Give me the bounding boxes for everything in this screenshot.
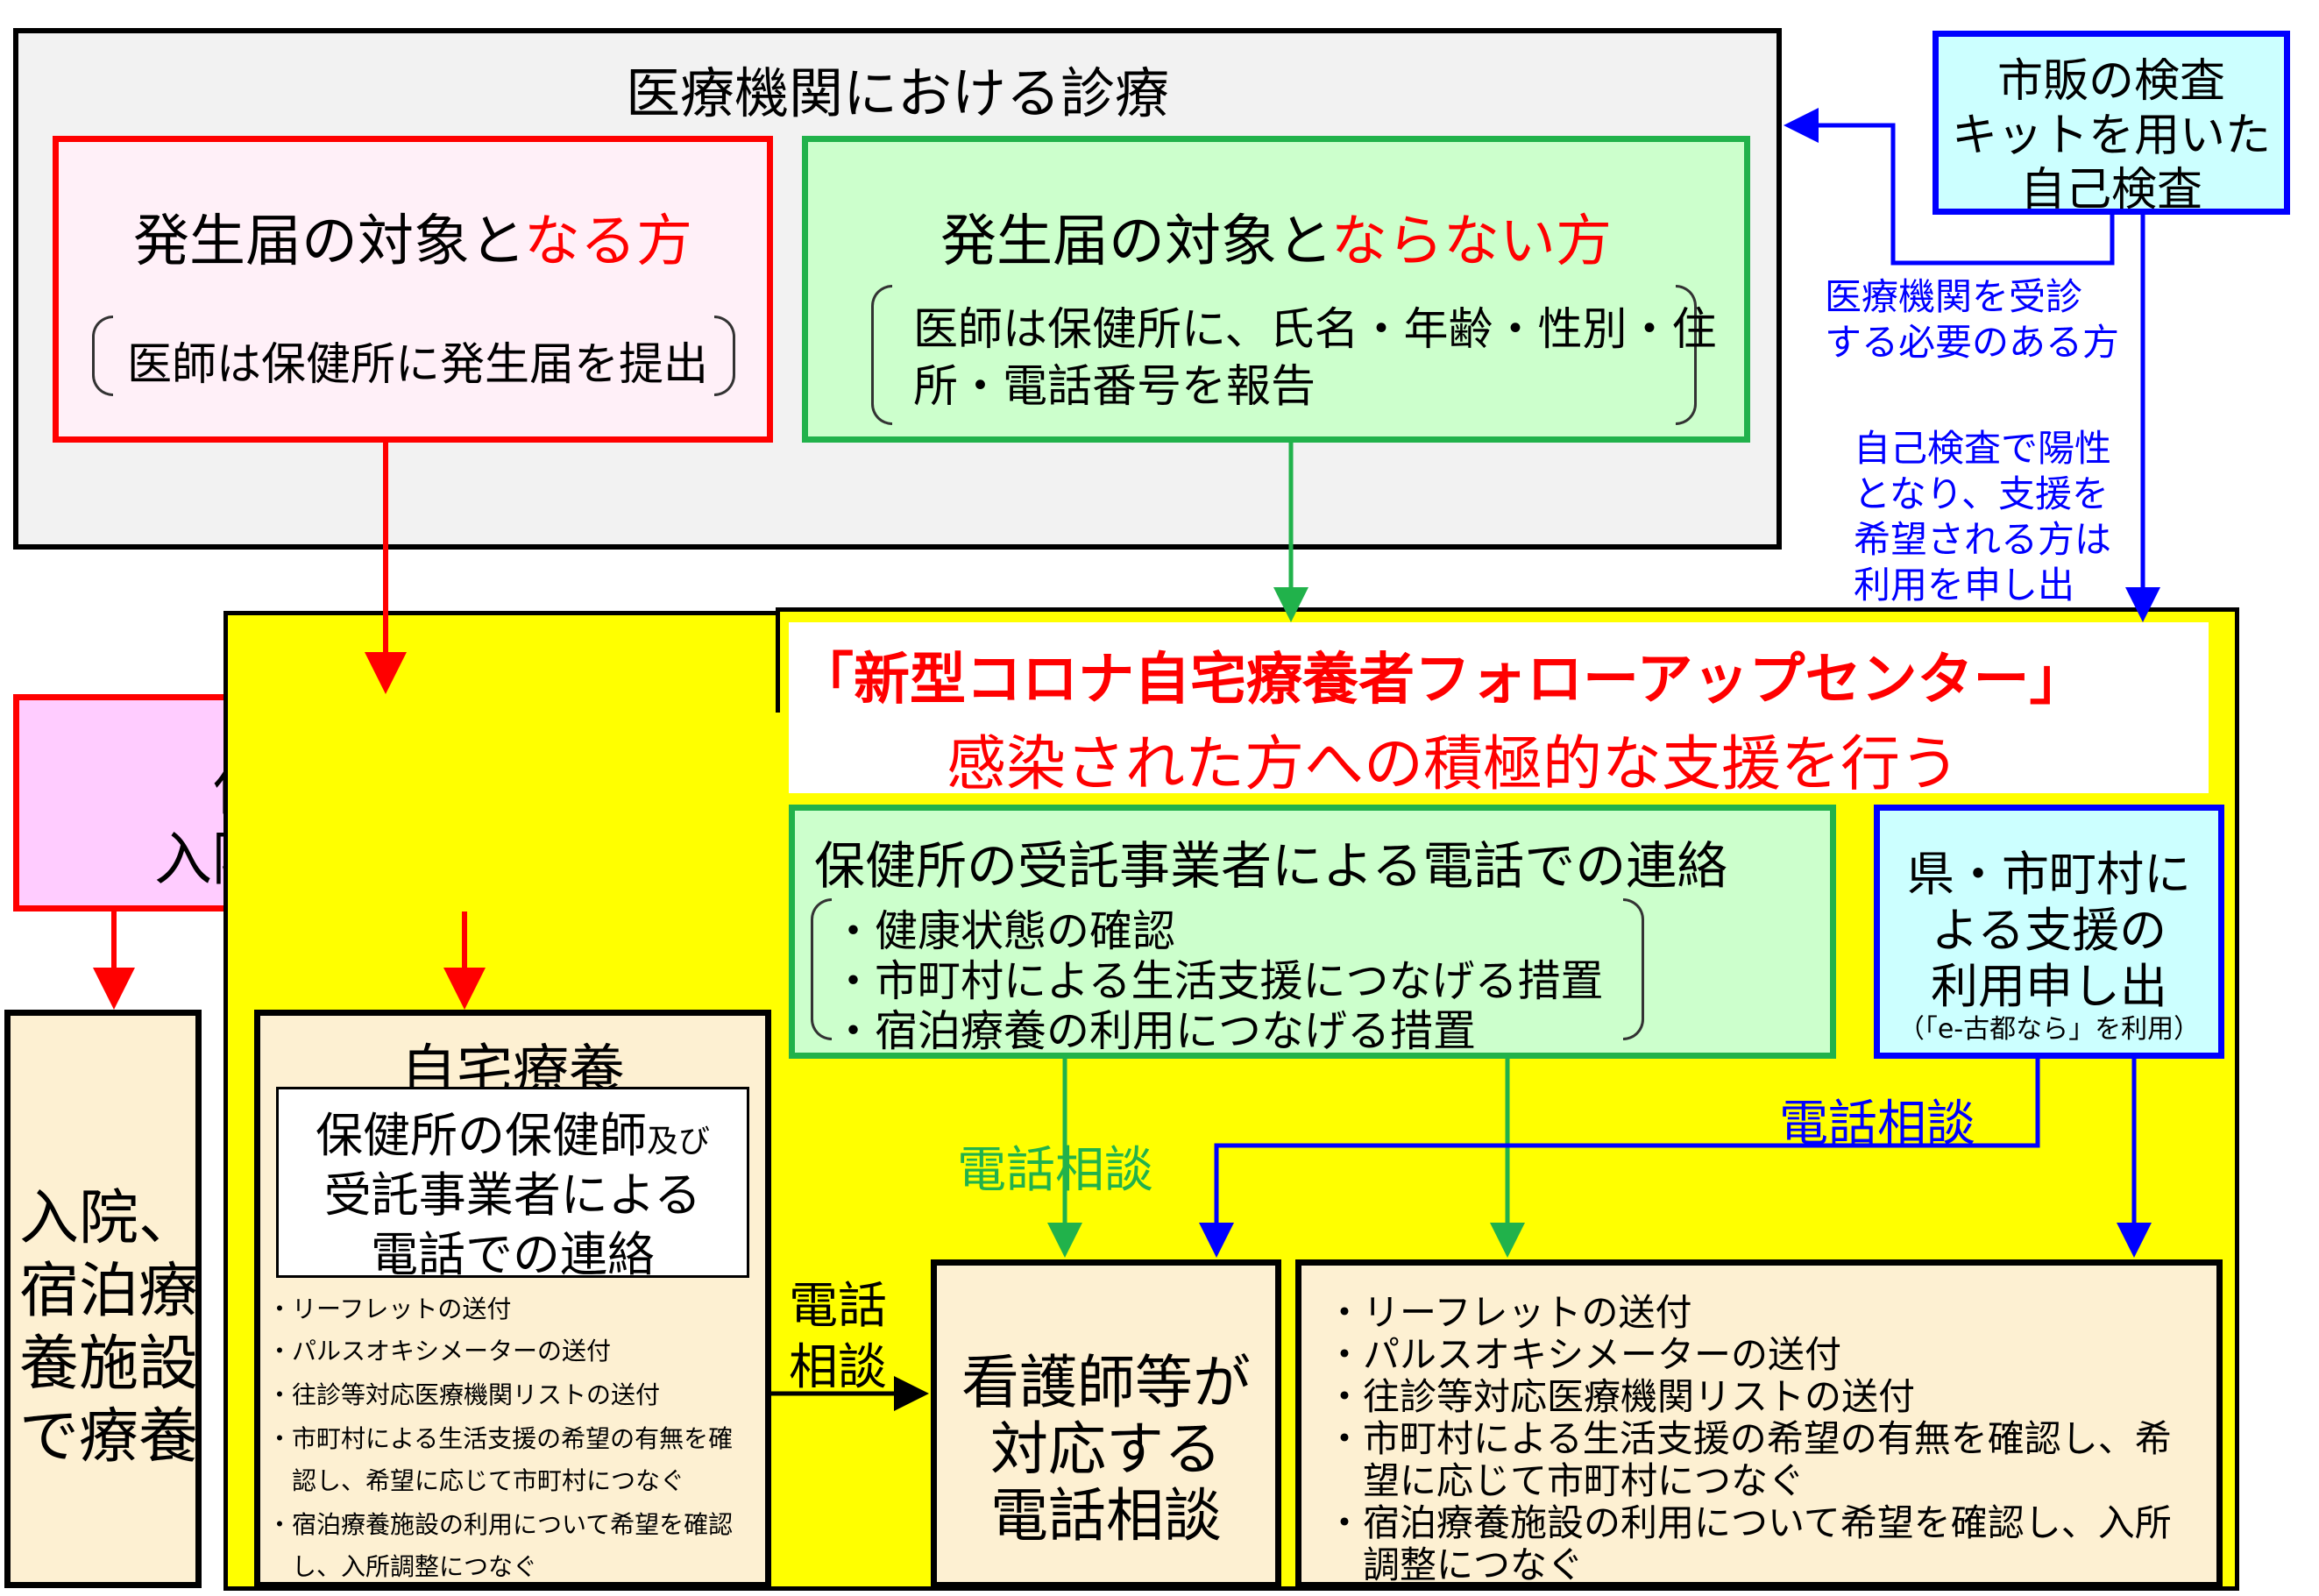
medical-section-title: 医療機関における診療 xyxy=(625,61,1169,125)
phone-label-left-1: 電話 xyxy=(789,1278,887,1335)
notifiable-title-b: なる方 xyxy=(524,209,693,274)
selftest-title-1: 市販の検査 xyxy=(1996,55,2225,108)
service-item-6: ・宿泊療養施設の利用について希望を確認し、入所 xyxy=(1326,1501,2172,1544)
phone-label-green: 電話相談 xyxy=(957,1142,1153,1199)
selftest-positive-label-3: 希望される方は xyxy=(1854,518,2112,561)
home-care-item-4: ・市町村による生活支援の希望の有無を確 xyxy=(267,1424,734,1453)
notifiable-bracket-right xyxy=(714,316,735,396)
non-notifiable-title-b: ならない方 xyxy=(1331,209,1613,274)
hospital-line-4: で療養 xyxy=(19,1402,199,1472)
nurse-line-2: 対応する xyxy=(990,1415,1222,1483)
services-box: ・リーフレットの送付 ・パルスオキシメーターの送付 ・往診等対応医療機関リストの… xyxy=(1295,1259,2223,1588)
notifiable-box: 発生届の対象となる方 医師は保健所に発生届を提出 xyxy=(53,136,773,443)
selftest-box: 市販の検査 キットを用いた 自己検査 xyxy=(1932,31,2290,216)
hospital-line-1: 入院、 xyxy=(19,1184,199,1253)
contractor-bracket-left xyxy=(811,898,832,1040)
service-item-5: 望に応じて市町村につなぐ xyxy=(1326,1459,1805,1502)
home-care-contact-box: 保健所の保健師及び 受託事業者による 電話での連絡 xyxy=(276,1087,749,1282)
municipal-small-note: （「e-古都なら」を利用） xyxy=(1897,1014,2201,1045)
selftest-positive-label-1: 自己検査で陽性 xyxy=(1854,427,2112,470)
contractor-title: 保健所の受託事業者による電話での連絡 xyxy=(814,836,1728,896)
service-item-1: ・リーフレットの送付 xyxy=(1326,1291,1692,1334)
notifiable-bracket-left xyxy=(92,316,113,396)
center-title: 「新型コロナ自宅療養者フォローアップセンター」 xyxy=(798,648,2086,713)
selftest-title-3: 自己検査 xyxy=(2019,164,2202,216)
home-care-item-6: ・宿泊療養施設の利用について希望を確認 xyxy=(267,1510,734,1539)
home-care-contact-line-2: 受託事業者による xyxy=(323,1167,702,1223)
home-care-contact-line-3: 電話での連絡 xyxy=(371,1227,655,1282)
hospital-line-3: 養施設 xyxy=(19,1330,199,1399)
notifiable-title: 発生届の対象となる方 xyxy=(59,196,767,277)
non-notifiable-note-1: 医師は保健所に、氏名・年齢・性別・住 xyxy=(913,304,1717,356)
hospital-box: 入院、 宿泊療 養施設 で療養 xyxy=(4,1010,202,1588)
phone-label-left-2: 相談 xyxy=(789,1339,887,1396)
non-notifiable-box: 発生届の対象とならない方 医師は保健所に、氏名・年齢・性別・住 所・電話番号を報… xyxy=(802,136,1750,443)
selftest-positive-label-2: となり、支援を xyxy=(1854,472,2110,515)
phone-label-blue: 電話相談 xyxy=(1779,1096,1975,1153)
non-notifiable-title-a: 発生届の対象と xyxy=(940,209,1332,274)
home-care-item-2: ・パルスオキシメーターの送付 xyxy=(267,1337,612,1365)
nurse-consultation-box: 看護師等が 対応する 電話相談 xyxy=(931,1259,1281,1588)
contractor-item-2: ・市町村による生活支援につなげる措置 xyxy=(832,956,1604,1006)
home-care-item-1: ・リーフレットの送付 xyxy=(267,1295,512,1323)
municipal-line-3: 利用申し出 xyxy=(1931,959,2167,1014)
home-care-item-7: し、入所調整につなぐ xyxy=(267,1552,538,1581)
contractor-bracket-right xyxy=(1623,898,1644,1040)
service-item-2: ・パルスオキシメーターの送付 xyxy=(1326,1333,1842,1376)
service-item-4: ・市町村による生活支援の希望の有無を確認し、希 xyxy=(1326,1417,2172,1460)
home-care-item-3: ・往診等対応医療機関リストの送付 xyxy=(267,1380,661,1409)
municipal-line-1: 県・市町村に xyxy=(1907,847,2191,902)
notifiable-note: 医師は保健所に発生届を提出 xyxy=(127,339,709,391)
municipal-support-box: 県・市町村に よる支援の 利用申し出 （「e-古都なら」を利用） xyxy=(1874,805,2224,1059)
home-care-contact-line-1b: 及び xyxy=(646,1124,710,1160)
selftest-need-label-2: する必要のある方 xyxy=(1825,321,2120,364)
nurse-line-3: 電話相談 xyxy=(990,1482,1222,1550)
home-care-contact-line-1a: 保健所の保健師 xyxy=(315,1108,647,1163)
service-item-7: 調整につなぐ xyxy=(1326,1543,1585,1586)
selftest-need-label-1: 医療機関を受診 xyxy=(1825,275,2083,318)
non-notifiable-bracket-left xyxy=(871,285,892,425)
service-item-3: ・往診等対応医療機関リストの送付 xyxy=(1326,1375,1916,1418)
non-notifiable-note-2: 所・電話番号を報告 xyxy=(913,361,1316,413)
notifiable-title-a: 発生届の対象と xyxy=(132,209,525,274)
municipal-line-2: よる支援の xyxy=(1931,903,2167,958)
center-subtitle: 感染された方への積極的な支援を行う xyxy=(947,730,1961,799)
hospital-line-2: 宿泊療 xyxy=(19,1257,199,1326)
contractor-item-3: ・宿泊療養の利用につなげる措置 xyxy=(832,1006,1477,1056)
non-notifiable-title: 発生届の対象とならない方 xyxy=(808,196,1744,277)
nurse-line-1: 看護師等が xyxy=(961,1349,1251,1416)
home-care-contact-line-1: 保健所の保健師及び xyxy=(279,1096,747,1166)
contractor-box: 保健所の受託事業者による電話での連絡 ・健康状態の確認 ・市町村による生活支援に… xyxy=(789,805,1836,1059)
center-title-band: 「新型コロナ自宅療養者フォローアップセンター」 感染された方への積極的な支援を行… xyxy=(789,622,2209,799)
home-care-item-5: 認し、希望に応じて市町村につなぐ xyxy=(267,1466,685,1495)
contractor-item-1: ・健康状態の確認 xyxy=(832,906,1176,956)
selftest-positive-label-4: 利用を申し出 xyxy=(1854,564,2075,606)
